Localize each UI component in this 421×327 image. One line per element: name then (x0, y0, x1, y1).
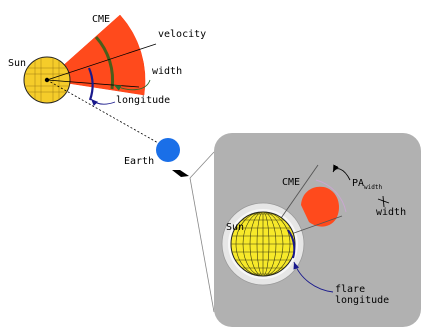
cme-wedge (46, 14, 146, 96)
velocity-label: velocity (158, 29, 206, 40)
inset-width-label: width (376, 207, 406, 218)
sun-label: Sun (8, 58, 26, 69)
projection-line-top (189, 151, 215, 179)
cme-blob (301, 186, 339, 227)
sun-earth-dashed-line (46, 79, 161, 145)
width-tick-mark (377, 195, 390, 208)
earth-disk (156, 138, 180, 162)
width-pointer-arrow (113, 79, 151, 91)
top-view: Sun CME velocity width longitude (8, 14, 206, 145)
width-label: width (152, 66, 182, 77)
pa-width-pointer-arrow (332, 164, 351, 181)
flare-pointer-arrow (293, 261, 334, 293)
cme-label: CME (92, 14, 110, 25)
pa-width-label: PAwidth (352, 178, 382, 191)
flare-longitude-arc (287, 229, 296, 259)
longitude-label: longitude (116, 95, 170, 106)
flare-label: flare (335, 284, 365, 295)
longitude-arc (87, 67, 94, 101)
flare-longitude-label: longitude (335, 295, 389, 306)
earth-label: Earth (124, 156, 154, 167)
cme-width-arc (94, 35, 115, 90)
inset-view: CME PAwidth width Sun flare longitude (189, 133, 421, 327)
projection-line-bottom (189, 177, 215, 313)
inset-sun-label: Sun (226, 222, 244, 233)
sun-grid-small (24, 57, 70, 103)
cme-velocity-direction-line (46, 43, 157, 81)
observer-view-symbol (172, 170, 189, 177)
inset-cme-label: CME (282, 177, 300, 188)
longitude-pointer-arrow (90, 98, 116, 107)
pa-width-arc (315, 179, 347, 213)
